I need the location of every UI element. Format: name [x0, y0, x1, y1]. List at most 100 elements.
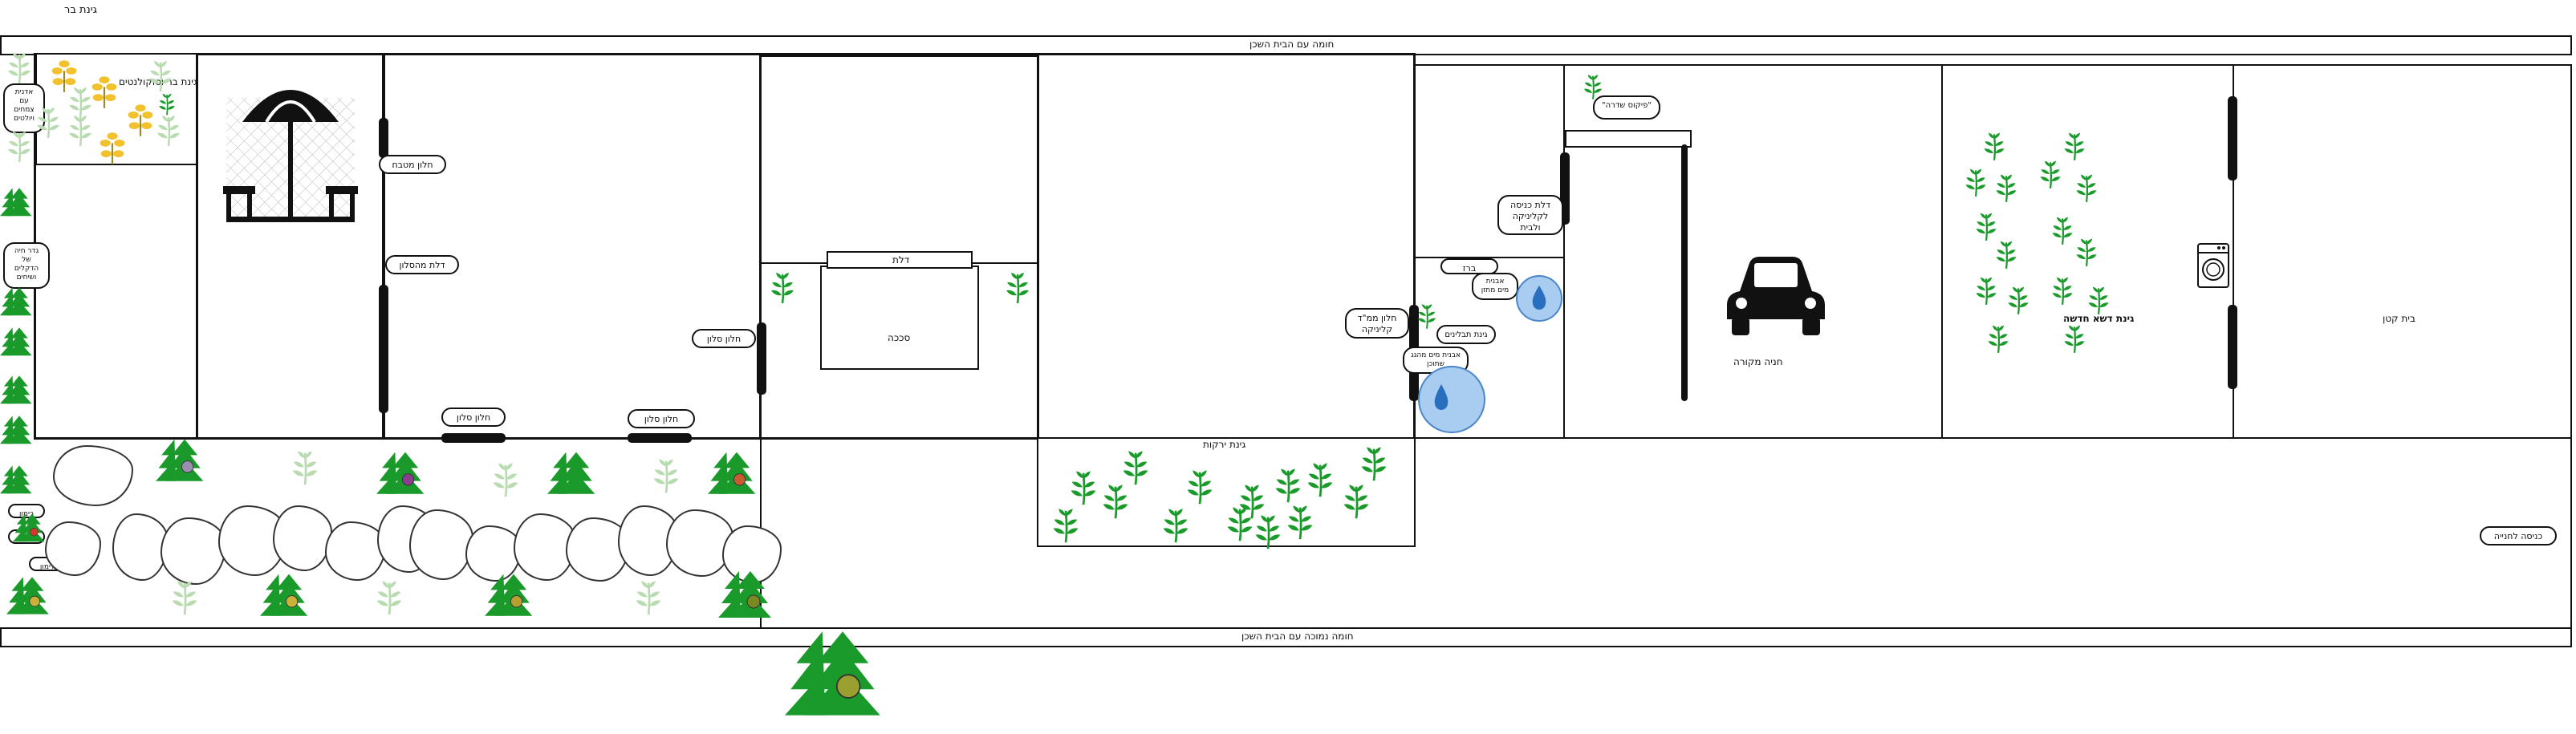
leaf-icon	[1239, 485, 1265, 519]
tree-icon	[0, 416, 32, 444]
living-window-3-callout: חלון סלון	[692, 329, 756, 348]
leaf-icon	[1965, 168, 1986, 197]
leaf-icon	[2052, 277, 2073, 305]
leaf-icon	[1417, 304, 1436, 329]
bottom-wall: חומה נמוכה עם הבית השכן	[0, 627, 2572, 647]
stepping-stone	[45, 521, 101, 576]
living-window-2[interactable]	[628, 433, 692, 443]
stepping-stone	[53, 445, 133, 506]
tree-icon	[0, 287, 32, 316]
ficus-callout: "פיקוס שדרה"	[1593, 95, 1660, 120]
leaf-icon	[1976, 277, 1997, 305]
lawn-door-1[interactable]	[2228, 96, 2237, 180]
leaf-icon	[2064, 325, 2085, 353]
tree-icon	[0, 465, 32, 494]
leaf-icon	[159, 93, 175, 116]
balcony-door[interactable]	[379, 285, 388, 413]
leaf-icon	[771, 273, 794, 304]
living-window-3[interactable]	[757, 322, 766, 395]
flower-icon	[100, 132, 125, 164]
tree-icon	[485, 574, 533, 616]
fence-callout: גדר חיה של הדקלים ושיחים	[3, 242, 50, 289]
main-hall	[1037, 53, 1416, 440]
leaf-icon	[1006, 273, 1029, 304]
page-title: גינת בר	[64, 4, 97, 16]
stepping-stone	[409, 509, 473, 580]
leaf-icon	[1123, 451, 1148, 485]
clinic-window-callout: חלון ממ"ד קליניקה	[1345, 308, 1409, 339]
leaf-icon	[2064, 132, 2085, 160]
vegetable-garden-label: גינת ירקות	[1203, 439, 1246, 450]
parking-label: חניה מקורה	[1733, 356, 1783, 367]
leaf-icon	[1988, 325, 2009, 353]
leaf-icon	[376, 581, 402, 615]
pergola-door[interactable]: דלת	[827, 251, 973, 269]
flower-icon	[51, 60, 77, 92]
leaf-icon	[1103, 485, 1128, 519]
leaf-icon	[2040, 160, 2061, 189]
parking-gate-post	[1681, 144, 1688, 401]
pergola-label: סככה	[888, 332, 911, 343]
tree-icon	[6, 577, 49, 614]
living-window-1[interactable]	[441, 433, 506, 443]
umbrella-table-icon	[223, 90, 358, 222]
leaf-icon	[2076, 238, 2097, 266]
new-lawn-label: גינת דשא חדשה	[2063, 313, 2135, 324]
leaf-icon	[1984, 132, 2005, 160]
leaf-icon	[8, 132, 30, 163]
leaf-icon	[1287, 505, 1313, 540]
leaf-icon	[157, 116, 180, 147]
tree-icon	[12, 513, 45, 542]
water-small-callout: אבנית מים מתזן	[1472, 273, 1518, 300]
parking-gate-beam	[1565, 130, 1692, 148]
living-window-1-callout: חלון סלון	[441, 408, 506, 427]
tree-icon	[376, 452, 425, 494]
entrance-callout[interactable]: כניסה לחנייה	[2480, 526, 2557, 545]
tree-icon	[156, 439, 204, 481]
pergola-room	[760, 55, 1038, 440]
leaf-icon	[8, 53, 30, 84]
leaf-icon	[1361, 447, 1387, 481]
leaf-icon	[2088, 286, 2109, 314]
leaf-icon	[1163, 509, 1188, 543]
leaf-icon	[149, 61, 172, 92]
small-house-label: בית קטן	[2383, 313, 2416, 324]
leaf-icon	[1053, 509, 1079, 543]
herb-callout: גינת תבלינים	[1436, 325, 1496, 344]
living-window-2-callout: חלון סלון	[628, 409, 695, 428]
washing-machine-icon	[2197, 243, 2229, 288]
tree-icon	[0, 327, 32, 356]
tree-icon	[547, 452, 595, 494]
leaf-icon	[1583, 75, 1603, 99]
parking: חניה מקורה	[1563, 64, 1943, 439]
leaf-icon	[37, 107, 59, 139]
vegetable-garden: גינת ירקות	[1037, 437, 1416, 547]
dining-window[interactable]	[379, 118, 388, 158]
car-icon	[1727, 257, 1825, 335]
leaf-icon	[292, 451, 318, 485]
stepping-stone	[465, 525, 522, 582]
water-drop-icon	[1418, 366, 1485, 433]
leaf-icon	[172, 581, 197, 615]
pomegranate-callout: רימון	[8, 504, 45, 518]
stepping-stone	[666, 509, 733, 577]
clinic-divider	[1414, 257, 1565, 258]
tree-icon	[718, 571, 771, 618]
balcony-door-callout: דלת מהסלון	[385, 255, 459, 274]
leaf-icon	[1255, 515, 1281, 549]
leaf-icon	[636, 581, 661, 615]
leaf-icon	[493, 463, 518, 497]
leaf-icon	[1187, 470, 1213, 505]
leaf-icon	[1976, 213, 1997, 241]
lawn-door-2[interactable]	[2228, 305, 2237, 389]
flower-icon	[128, 104, 153, 136]
leaf-icon	[653, 459, 679, 493]
leaf-icon	[1275, 468, 1301, 503]
leaf-icon	[2008, 286, 2029, 314]
leaf-icon	[1307, 463, 1333, 497]
leaf-icon	[1071, 471, 1096, 505]
leaf-icon	[69, 116, 91, 147]
bottom-wall-label: חומה נמוכה עם הבית השכן	[1241, 631, 1354, 642]
pergola-door-label: דלת	[892, 254, 910, 266]
